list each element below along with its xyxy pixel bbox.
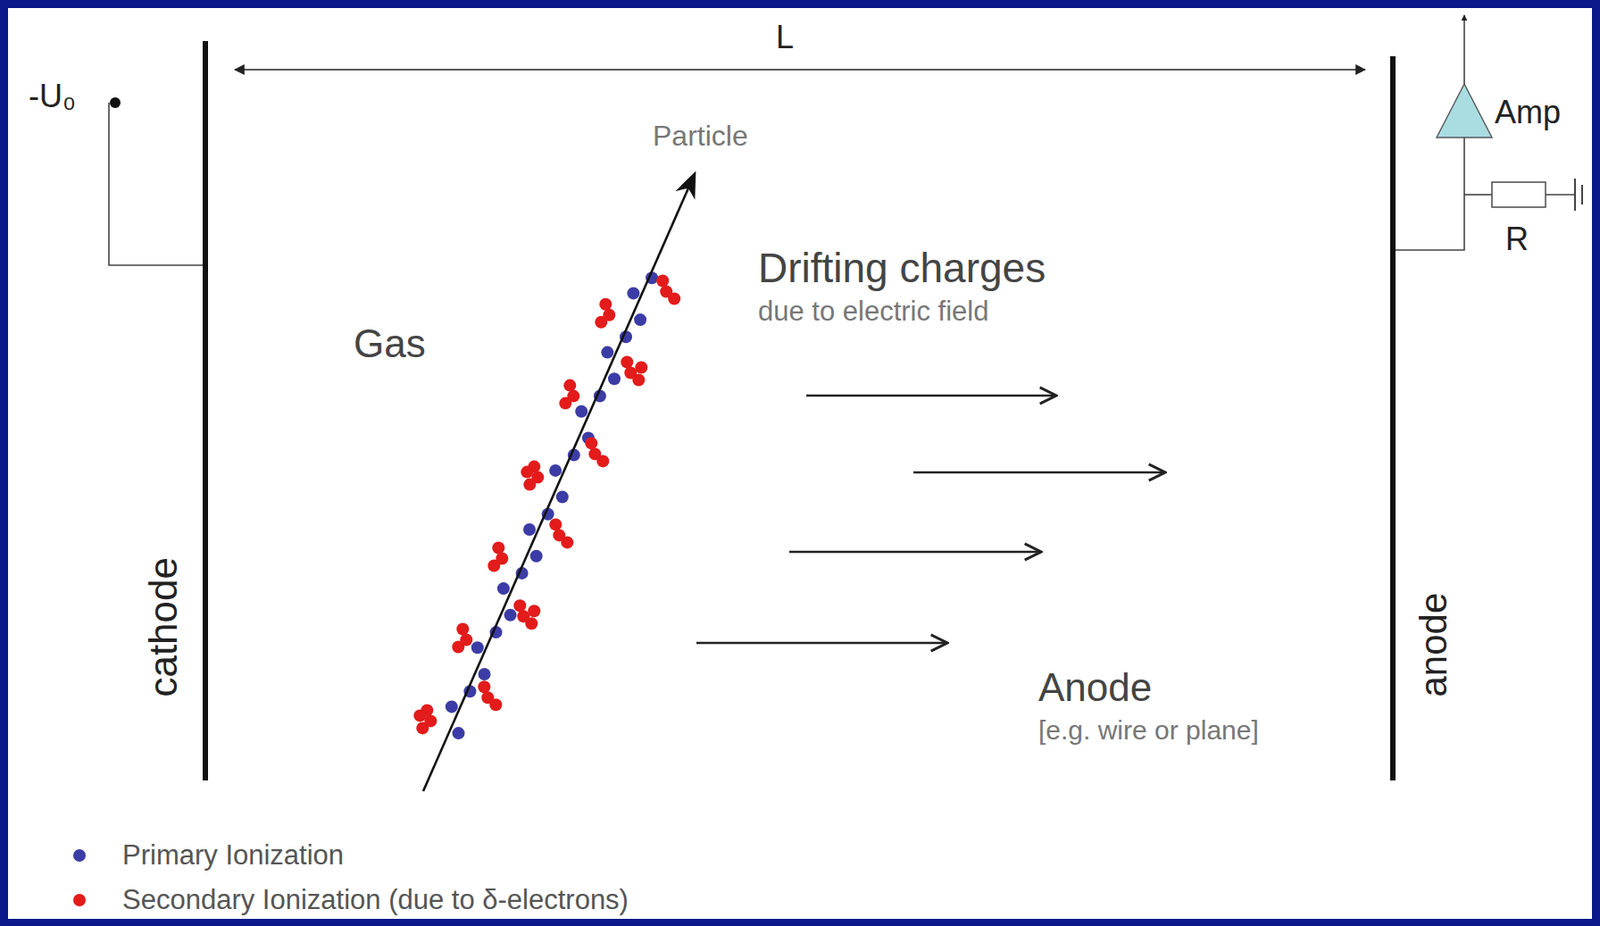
ionization-dot — [477, 680, 491, 693]
electrode-name: anode — [1412, 592, 1456, 698]
ionization-dot — [667, 292, 681, 306]
ionization-dot — [456, 623, 469, 636]
drift-note: due to electric field — [758, 295, 989, 328]
ionization-dot — [632, 374, 645, 387]
ionization-dot — [452, 726, 466, 740]
ionization-dot — [523, 523, 536, 536]
ionization-dot — [563, 379, 576, 392]
ionization-dot — [634, 361, 648, 375]
ionization-dot — [413, 708, 426, 722]
particle-track — [423, 175, 694, 792]
electrode-name: cathode — [141, 557, 187, 698]
cathode-wire — [108, 102, 203, 266]
ionization-dot — [556, 491, 569, 504]
ionization-dot — [530, 550, 543, 563]
ionization-dot — [549, 517, 562, 531]
drift-arrow — [696, 641, 948, 644]
ionization-dot — [608, 372, 621, 385]
ionization-dot — [620, 356, 634, 369]
voltage-label: -U₀ — [28, 77, 76, 115]
ionization-dot — [633, 313, 647, 326]
anode-heading: Anode — [1038, 665, 1152, 711]
ionization-dot — [445, 700, 459, 713]
particle-label: Particle — [652, 119, 749, 153]
cathode-plate — [202, 41, 209, 781]
ionization-dot — [560, 535, 574, 549]
drift-arrow — [789, 550, 1042, 553]
ionization-dot — [451, 641, 465, 654]
dimension-label: L — [775, 18, 794, 56]
ionization-dot — [584, 436, 598, 450]
ionization-dot — [489, 698, 502, 711]
ionization-dot — [504, 608, 517, 622]
drift-heading: Drifting charges — [758, 244, 1046, 292]
ground-symbol — [1574, 178, 1576, 211]
ground-symbol — [1581, 184, 1584, 205]
ionization-dot — [478, 667, 492, 681]
drift-arrow — [806, 394, 1057, 397]
ionization-dot — [527, 604, 541, 617]
ionization-dot — [471, 641, 484, 654]
ionization-dot — [513, 599, 526, 612]
ionization-dot — [656, 275, 669, 288]
ionization-dot — [491, 541, 505, 555]
ionization-dot — [497, 582, 510, 595]
resistor-label: R — [1505, 220, 1529, 258]
drift-arrow — [913, 471, 1166, 474]
ionization-dot — [594, 316, 608, 329]
legend-text: Secondary Ionization (due to δ-electrons… — [122, 883, 629, 917]
legend-swatch — [73, 849, 86, 862]
anode-plate — [1390, 56, 1396, 781]
resistor-symbol — [1491, 182, 1546, 208]
white-ground — [8, 8, 1592, 919]
gas-label: Gas — [353, 321, 426, 367]
ionization-dot — [599, 298, 612, 311]
amplifier-symbol — [1436, 83, 1492, 138]
ionization-dot — [525, 616, 538, 630]
ionization-dot — [520, 466, 534, 479]
ionization-dot — [523, 478, 536, 492]
length-dimension — [234, 68, 1366, 71]
ionization-dot — [600, 346, 614, 359]
terminal-dot — [109, 97, 121, 109]
ionization-dot — [549, 464, 562, 477]
amp-label: Amp — [1494, 93, 1561, 131]
ionization-dot — [596, 454, 609, 467]
resistor-wire — [1545, 193, 1575, 196]
ionization-dot — [626, 286, 640, 300]
ionization-dot — [487, 559, 500, 573]
resistor-wire — [1464, 193, 1492, 196]
anode-wire — [1395, 137, 1465, 250]
legend-swatch — [73, 893, 86, 907]
ionization-dot — [575, 405, 588, 418]
ionization-dot — [558, 397, 572, 410]
ionization-dots — [413, 271, 681, 740]
anode-note: [e.g. wire or plane] — [1038, 715, 1259, 747]
amp-output — [1463, 15, 1466, 84]
legend-text: Primary Ionization — [122, 839, 344, 872]
ionization-dot — [416, 721, 429, 734]
